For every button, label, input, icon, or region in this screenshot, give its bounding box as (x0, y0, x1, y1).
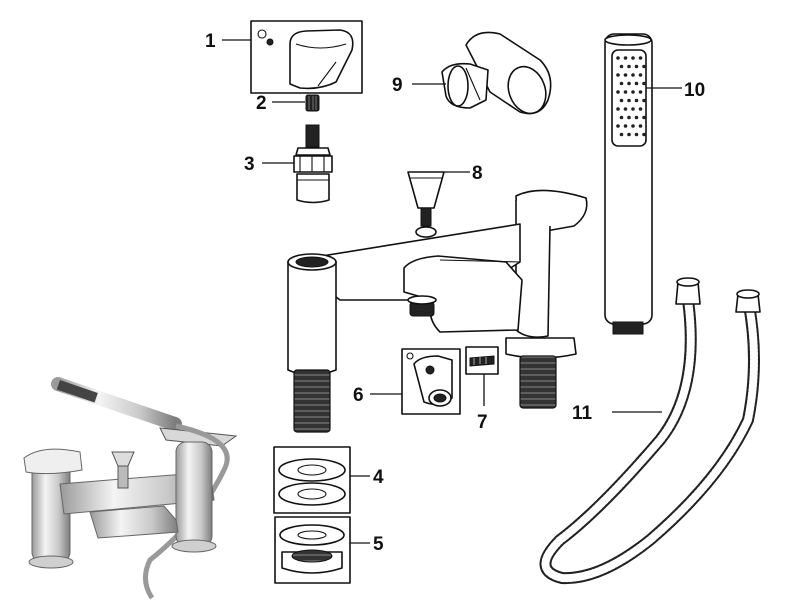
nozzle-dot (642, 98, 646, 103)
nozzle-dot (638, 107, 643, 111)
nozzle-dot (642, 64, 646, 69)
nozzle-dot (627, 64, 631, 69)
part-6-diverter-elbow (401, 348, 461, 415)
threaded-shank-left (293, 369, 331, 433)
nozzle-dot (619, 98, 624, 103)
nozzle-dot (616, 124, 620, 128)
nozzle-dot (631, 107, 635, 111)
nozzle-dot (642, 81, 646, 86)
nozzle-dot (623, 56, 628, 60)
callout-2: 2 (256, 93, 267, 114)
nozzle-dot (616, 56, 620, 60)
part-7-retaining-clip (465, 346, 499, 375)
part-1-handle-lever (250, 20, 363, 94)
nozzle-dot (623, 90, 628, 94)
nozzle-dot (616, 73, 620, 77)
nozzle-dot (634, 64, 639, 69)
nozzle-dot (631, 73, 635, 77)
callout-10: 10 (684, 80, 705, 101)
part-4-washers (273, 446, 351, 514)
nozzle-dot (634, 98, 639, 103)
callout-3: 3 (244, 154, 255, 175)
assembled-mixer-image (23, 377, 238, 600)
callout-6: 6 (353, 385, 364, 406)
callout-11: 11 (572, 403, 593, 424)
nozzle-dot (623, 73, 628, 77)
nozzle-dot (638, 73, 643, 77)
part-8-diverter-knob (407, 171, 445, 238)
nozzle-dot (634, 132, 639, 137)
nozzle-dot (616, 90, 620, 94)
nozzle-dot (623, 107, 628, 111)
nozzle-dot (638, 56, 643, 60)
nozzle-dot (638, 90, 643, 94)
nozzle-dot (627, 81, 631, 86)
part-5-back-nut (274, 516, 351, 584)
part-3-valve-cartridge (293, 124, 333, 204)
nozzle-dot (634, 81, 639, 86)
nozzle-dot (623, 124, 628, 128)
callout-9: 9 (392, 75, 403, 96)
nozzle-dot (634, 115, 639, 120)
nozzle-dot (627, 132, 631, 137)
nozzle-dot (631, 90, 635, 94)
nozzle-dot (642, 132, 646, 137)
nozzle-dot (619, 115, 624, 120)
mixer-body (287, 189, 588, 376)
nozzle-dot (619, 81, 624, 86)
callout-8: 8 (472, 163, 483, 184)
callout-5: 5 (373, 534, 384, 555)
part-2-spline-adaptor (305, 94, 320, 112)
part-9-handset-holder (441, 31, 552, 115)
threaded-shank-right (519, 355, 557, 409)
nozzle-dot (619, 132, 624, 137)
nozzle-dot (642, 115, 646, 120)
nozzle-dot (631, 56, 635, 60)
nozzle-dot (638, 124, 643, 128)
callout-1: 1 (205, 31, 216, 52)
callout-4: 4 (373, 467, 384, 488)
nozzle-dot (627, 98, 631, 103)
nozzle-dot (627, 115, 631, 120)
nozzle-dot (631, 124, 635, 128)
part-11-shower-hose (539, 277, 761, 585)
nozzle-dot (616, 107, 620, 111)
handset-nozzles (616, 56, 646, 137)
part-10-shower-handset (604, 33, 653, 335)
nozzle-dot (619, 64, 624, 69)
callout-7: 7 (477, 412, 488, 433)
